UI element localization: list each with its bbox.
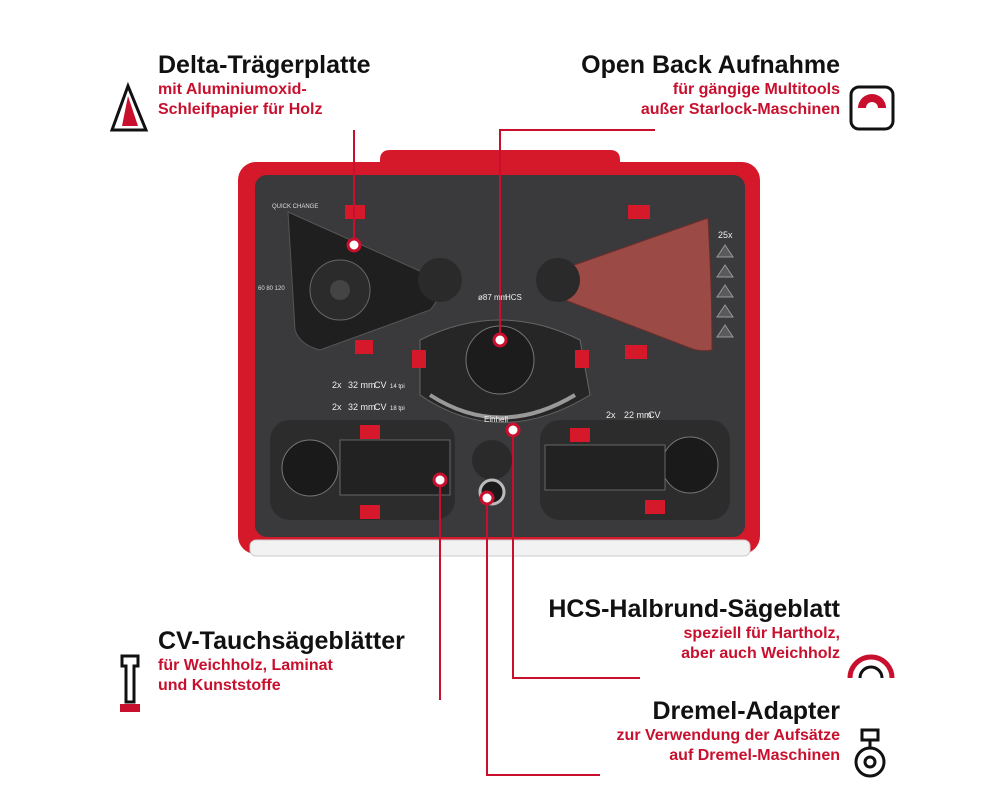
cavity — [472, 440, 512, 480]
svg-text:32 mm: 32 mm — [348, 402, 376, 412]
callout-dremel: Dremel-Adapter zur Verwendung der Aufsät… — [617, 696, 840, 766]
svg-text:14 tpi: 14 tpi — [390, 384, 405, 390]
cv-blade-mount — [281, 439, 339, 497]
clip — [412, 350, 426, 368]
svg-text:18 tpi: 18 tpi — [390, 406, 405, 412]
svg-text:2x: 2x — [332, 380, 342, 390]
svg-text:CV: CV — [648, 410, 661, 420]
callout-title: Open Back Aufnahme — [581, 51, 840, 79]
blade-32-18-label: 2x 32 mm CV 18 tpi — [332, 402, 405, 412]
svg-text:22 mm: 22 mm — [624, 410, 652, 420]
callout-title: Dremel-Adapter — [652, 697, 840, 725]
plunge-saw-blade-icon — [120, 654, 140, 712]
svg-text:2x: 2x — [332, 402, 342, 412]
clip — [360, 505, 380, 519]
callout-line: für Weichholz, Laminat — [158, 657, 333, 674]
callout-line: zur Verwendung der Aufsätze — [616, 727, 840, 744]
clip — [628, 205, 650, 219]
cv-blade-body — [339, 439, 451, 496]
callout-line: außer Starlock-Maschinen — [640, 101, 840, 118]
grit-indicators — [716, 244, 734, 338]
callout-title: Delta-Trägerplatte — [158, 51, 371, 79]
cavity — [418, 258, 462, 302]
callout-line: für gängige Multitools — [672, 81, 840, 98]
callout-line: und Kunststoffe — [158, 677, 281, 694]
clip — [360, 425, 380, 439]
quick-change-label: QUICK CHANGE — [272, 204, 318, 210]
sanding-count-label: 25x — [718, 230, 733, 240]
leader-lines — [353, 129, 655, 776]
clip — [645, 500, 665, 514]
svg-text:CV: CV — [374, 380, 387, 390]
hcs-blade-edge — [428, 393, 577, 420]
blade-32-14-label: 2x 32 mm CV 14 tpi — [332, 380, 405, 390]
hcs-diameter-label: ø87 mm — [478, 293, 508, 302]
callout-hcs: HCS-Halbrund-Sägeblatt speziell für Hart… — [548, 594, 840, 664]
cv-blade-body — [544, 444, 666, 491]
cv-blade-mount — [661, 436, 719, 494]
clip — [625, 345, 647, 359]
case-bottom-rim — [249, 539, 751, 557]
blade-22-label: 2x 22 mm CV — [606, 410, 661, 420]
delta-sanding-pad-icon — [109, 82, 149, 132]
grit-label: 60 80 120 — [258, 286, 285, 292]
callout-line: Schleifpapier für Holz — [158, 101, 323, 118]
segment-saw-blade-icon — [847, 654, 895, 679]
hcs-code-label: HCS — [505, 293, 522, 302]
callout-line: auf Dremel-Maschinen — [669, 747, 840, 764]
clip — [575, 350, 589, 368]
callout-cv: CV-Tauchsägeblätter für Weichholz, Lamin… — [158, 626, 405, 696]
brand-label: Einhell — [484, 415, 508, 424]
clip — [355, 340, 373, 354]
callout-line: aber auch Weichholz — [681, 645, 840, 662]
leader-dots — [346, 237, 521, 506]
callout-line: mit Aluminiumoxid- — [158, 81, 307, 98]
clip — [570, 428, 590, 442]
svg-text:2x: 2x — [606, 410, 616, 420]
adapter-icon — [854, 728, 886, 778]
callout-delta: Delta-Trägerplatte mit Aluminiumoxid- Sc… — [158, 50, 371, 120]
svg-text:32 mm: 32 mm — [348, 380, 376, 390]
cavity — [536, 258, 580, 302]
callout-line: speziell für Hartholz, — [683, 625, 840, 642]
delta-pad-center — [330, 280, 350, 300]
callout-open-back: Open Back Aufnahme für gängige Multitool… — [581, 50, 840, 120]
callout-title: HCS-Halbrund-Sägeblatt — [548, 595, 840, 623]
open-back-mount-icon — [849, 85, 895, 131]
svg-text:CV: CV — [374, 402, 387, 412]
callout-title: CV-Tauchsägeblätter — [158, 627, 405, 655]
